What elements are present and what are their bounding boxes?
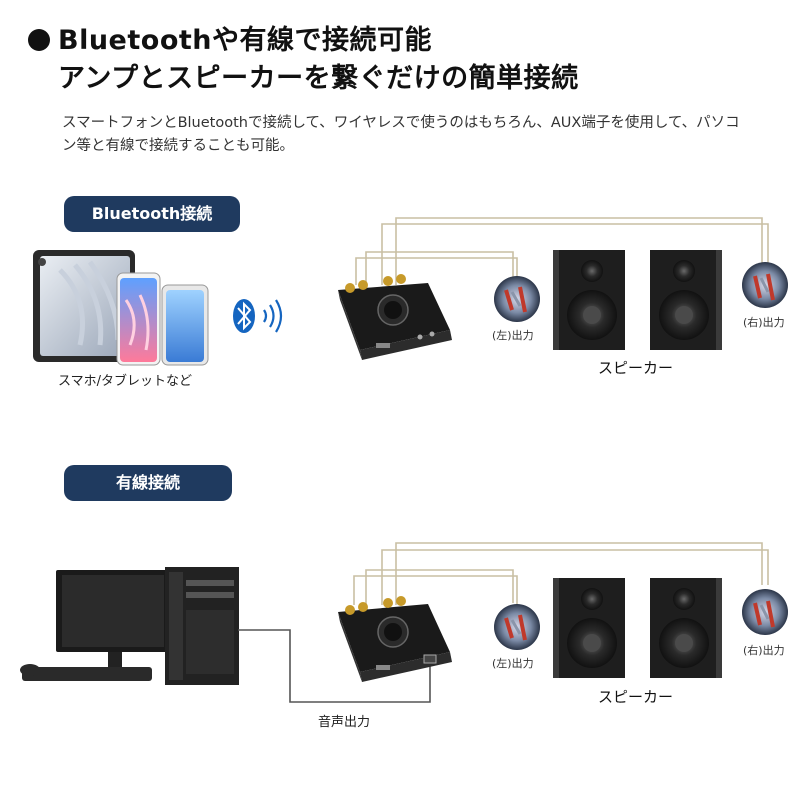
right-output-plug-top bbox=[742, 262, 788, 308]
device-label: スマホ/タブレットなど bbox=[58, 374, 192, 389]
right-speaker-top bbox=[650, 250, 722, 350]
left-output-label-bottom: (左)出力 bbox=[492, 657, 534, 670]
desktop-pc bbox=[20, 567, 239, 685]
bluetooth-section-badge: Bluetooth接続 bbox=[64, 196, 240, 232]
wireless-wave-icon bbox=[263, 299, 283, 333]
bluetooth-icon bbox=[233, 299, 255, 333]
phone-device bbox=[116, 272, 209, 366]
right-output-plug-bottom bbox=[742, 589, 788, 635]
speaker-label-bottom: スピーカー bbox=[598, 688, 674, 706]
description-text: スマートフォンとBluetoothで接続して、ワイヤレスで使うのはもちろん、AU… bbox=[62, 115, 740, 154]
wired-section-badge: 有線接続 bbox=[64, 465, 232, 501]
right-output-label-bottom: (右)出力 bbox=[743, 644, 785, 657]
left-output-plug-bottom bbox=[494, 604, 540, 650]
page-title-line1: Bluetoothや有線で接続可能 bbox=[28, 18, 432, 57]
left-speaker-bottom bbox=[553, 578, 625, 678]
bullet-icon bbox=[28, 29, 50, 51]
speaker-label-top: スピーカー bbox=[598, 359, 674, 377]
left-output-label-top: (左)出力 bbox=[492, 329, 534, 342]
left-output-plug-top bbox=[494, 276, 540, 322]
right-output-label-top: (右)出力 bbox=[743, 316, 785, 329]
tablet-device bbox=[33, 250, 135, 362]
audio-input-cable bbox=[238, 629, 431, 703]
speaker-cables-bottom bbox=[353, 542, 769, 605]
right-speaker-bottom bbox=[650, 578, 722, 678]
speaker-cables-top bbox=[355, 217, 769, 285]
amplifier-bottom bbox=[338, 596, 452, 682]
left-speaker-top bbox=[553, 250, 625, 350]
page-title-line2: アンプとスピーカーを繋ぐだけの簡単接続 bbox=[58, 63, 579, 94]
audio-output-label: 音声出力 bbox=[318, 715, 371, 730]
amplifier-top bbox=[338, 274, 452, 360]
